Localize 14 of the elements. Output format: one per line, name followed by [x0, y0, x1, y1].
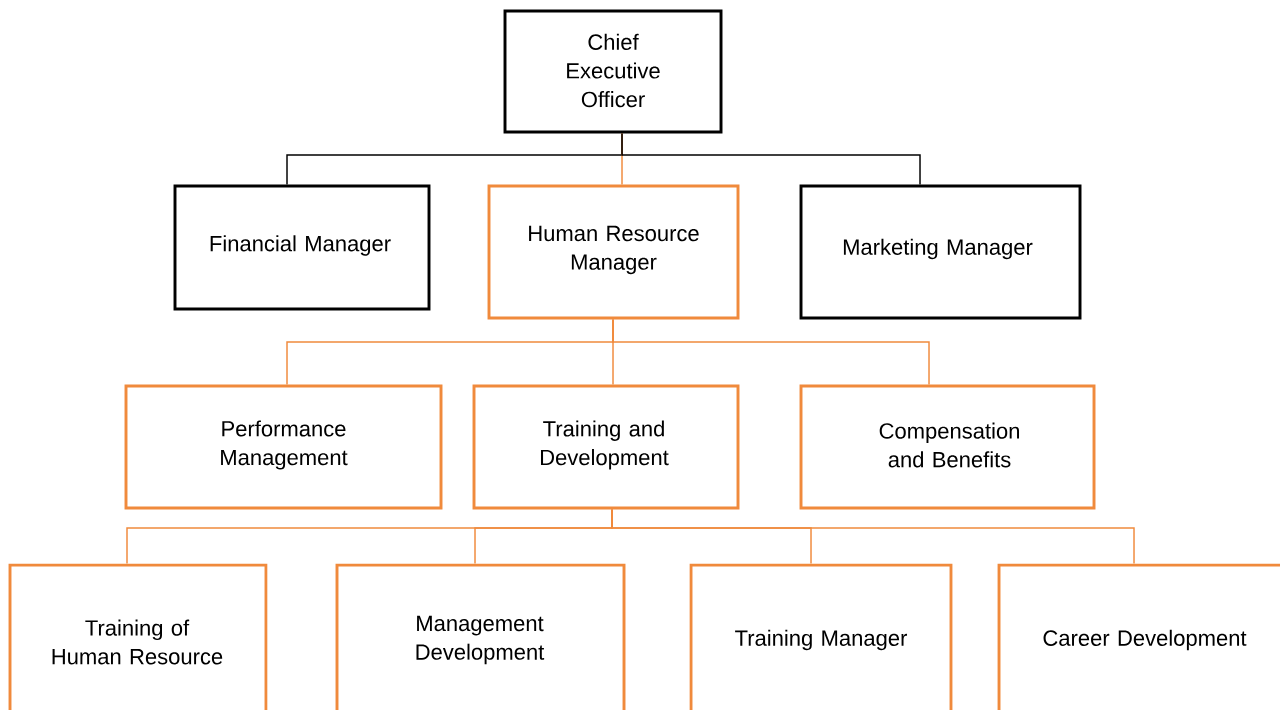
org-box: Compensation and Benefits [799, 384, 1096, 510]
org-box: Training of Human Resource [8, 563, 268, 710]
connector-line [621, 132, 921, 186]
org-box: Career Development [997, 563, 1280, 710]
org-box: Human Resource Manager [487, 184, 740, 320]
org-box: Chief Executive Officer [503, 9, 723, 134]
connector-line [611, 508, 1135, 565]
connector-line [612, 318, 930, 386]
org-box: Financial Manager [173, 184, 431, 311]
org-box: Training and Development [472, 384, 740, 510]
org-box: Performance Management [124, 384, 443, 510]
org-box: Marketing Manager [799, 184, 1082, 320]
org-box: Training Manager [689, 563, 953, 710]
org-box: Management Development [335, 563, 626, 710]
